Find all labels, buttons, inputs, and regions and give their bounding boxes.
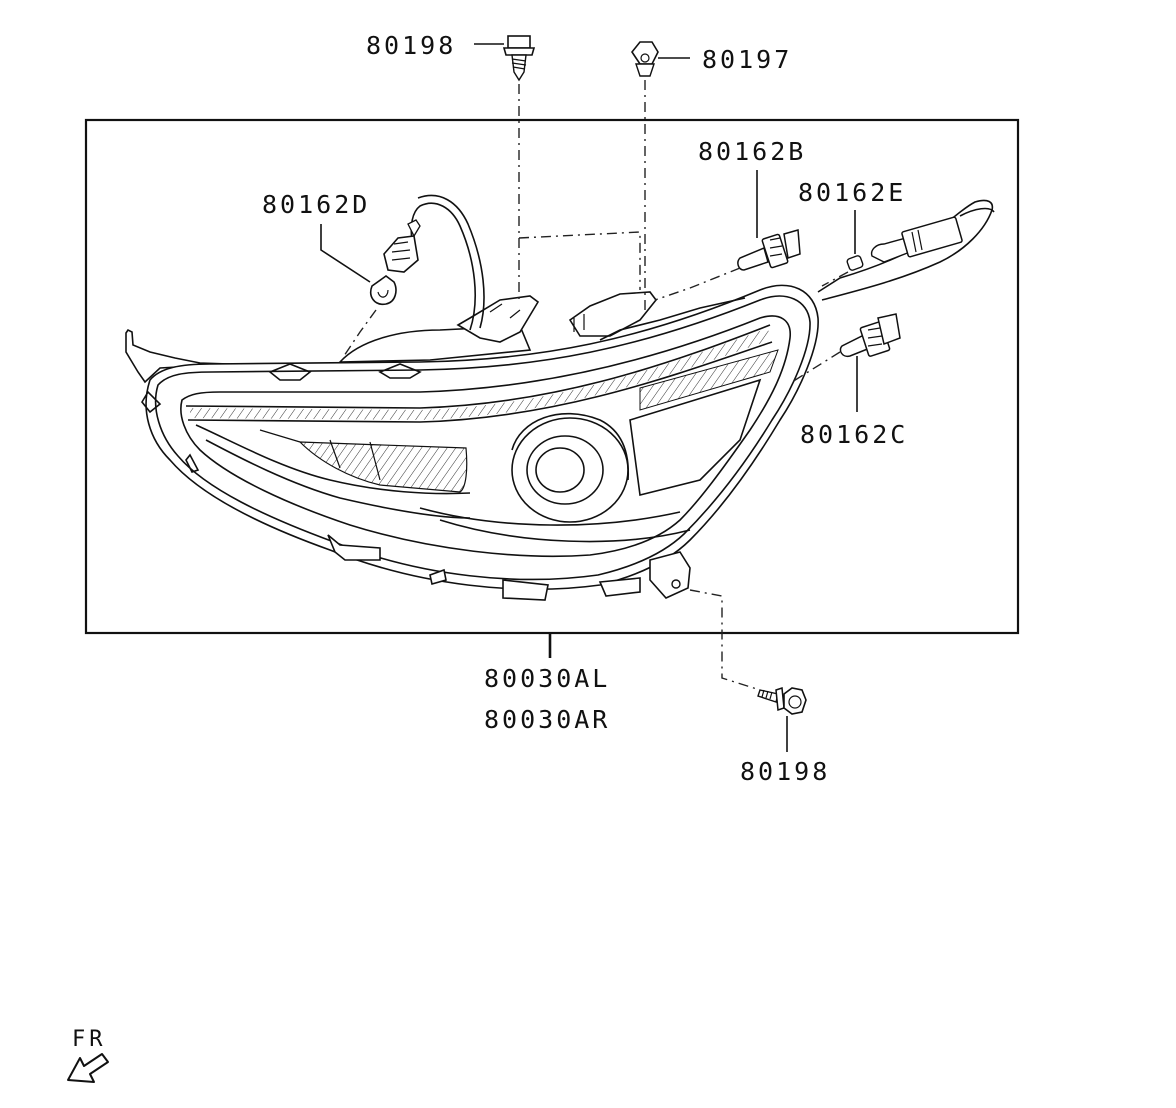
top-nut-part[interactable] (631, 41, 659, 77)
callout-assembly-right: 80030AR (484, 705, 610, 734)
guide-bracket (518, 231, 641, 290)
callout-assembly-left: 80030AL (484, 664, 610, 693)
guide-bulb-d (343, 309, 377, 357)
wire-harness-left (410, 202, 476, 331)
leader-bulb-d (320, 224, 371, 283)
arrow-down-left-icon (67, 1053, 109, 1083)
bulb-e-socket (870, 207, 995, 263)
bulb-b-part[interactable] (737, 229, 801, 271)
top-bolt-part[interactable] (502, 35, 536, 82)
front-direction-indicator: FR (67, 1027, 109, 1083)
front-direction-label: FR (72, 1027, 107, 1052)
callout-bolt-bottom: 80198 (740, 757, 830, 786)
callout-bolt-top: 80198 (366, 31, 456, 60)
bulb-d-part[interactable] (370, 219, 421, 306)
callout-bulb-d: 80162D (262, 190, 370, 219)
guide-bulb-c (791, 351, 841, 383)
callout-bulb-b: 80162B (698, 137, 806, 166)
assembly-frame (84, 118, 1020, 635)
callout-nut-top: 80197 (702, 45, 792, 74)
bottom-bolt-part[interactable] (757, 686, 807, 715)
guide-bulb-b (654, 267, 741, 301)
callout-bulb-e: 80162E (798, 178, 906, 207)
bulb-c-part[interactable] (839, 313, 901, 358)
callout-bulb-c: 80162C (800, 420, 908, 449)
guide-bulb-e (821, 271, 849, 287)
guide-bolt-bottom (689, 589, 761, 691)
headlamp-assembly[interactable] (125, 284, 819, 601)
bulb-e-part[interactable] (846, 255, 864, 271)
